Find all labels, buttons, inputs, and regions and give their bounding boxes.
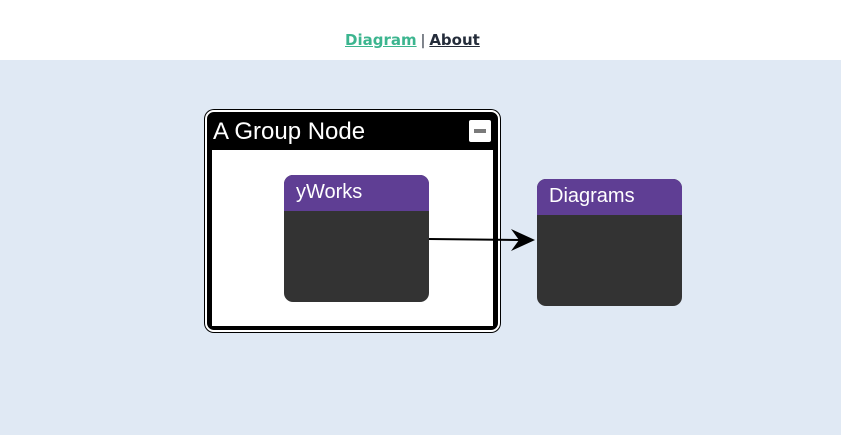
- group-node-label: A Group Node: [213, 118, 366, 145]
- node-header: Diagrams: [537, 179, 682, 215]
- node-label: yWorks: [296, 181, 363, 203]
- collapse-button-bar: [474, 129, 486, 133]
- minus-icon[interactable]: [469, 120, 491, 142]
- node-yworks[interactable]: yWorks: [284, 175, 429, 302]
- nav-links: Diagram|About: [345, 30, 480, 51]
- nav-separator: |: [420, 33, 426, 49]
- nav-link-diagram[interactable]: Diagram: [345, 31, 417, 49]
- top-navigation: Diagram|About: [0, 0, 841, 60]
- node-header: yWorks: [284, 175, 429, 211]
- diagram-canvas[interactable]: A Group Node yWorks Diagrams: [0, 60, 841, 435]
- nav-link-about[interactable]: About: [429, 31, 480, 49]
- node-label: Diagrams: [549, 185, 635, 207]
- edge-yworks-to-diagrams[interactable]: [428, 238, 522, 241]
- node-diagrams[interactable]: Diagrams: [537, 179, 682, 306]
- group-node-header[interactable]: A Group Node: [207, 112, 498, 150]
